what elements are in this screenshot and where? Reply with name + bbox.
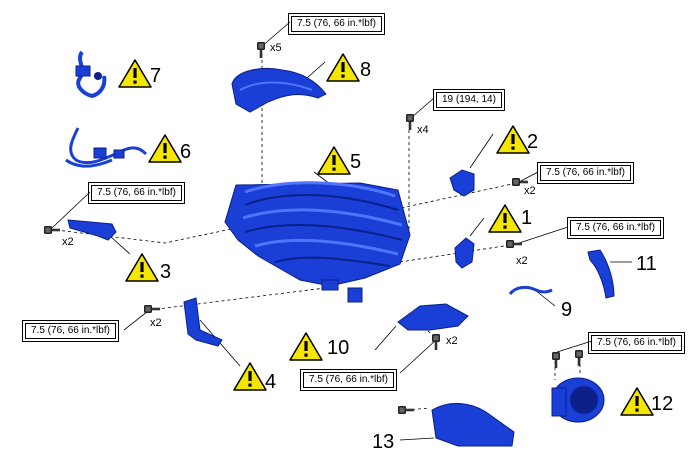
torque-label-1: 7.5 (76, 66 in.*lbf) (567, 217, 664, 239)
callout-number-4: 4 (265, 371, 277, 393)
intake-manifold-part (224, 181, 411, 303)
quantity-3: x2 (62, 236, 74, 248)
torque-label-10: 7.5 (76, 66 in.*lbf) (300, 369, 397, 391)
torque-label-12: 7.5 (76, 66 in.*lbf) (588, 332, 685, 354)
quantity-1: x2 (516, 255, 528, 267)
torque-label-2: 7.5 (76, 66 in.*lbf) (537, 162, 634, 184)
callout-number-1: 1 (521, 207, 533, 229)
callout-number-12: 12 (651, 393, 674, 415)
bracket-10-part (397, 303, 469, 331)
callout-number-13: 13 (372, 431, 395, 453)
quantity-10: x2 (446, 335, 458, 347)
bracket-3-part (67, 219, 117, 241)
callout-number-2: 2 (527, 131, 539, 153)
bracket-4-part (183, 297, 223, 347)
duct-13-part (431, 403, 515, 447)
callout-number-5: 5 (350, 151, 362, 173)
engine-cover-part (231, 68, 327, 113)
torque-label-8: 7.5 (76, 66 in.*lbf) (288, 13, 385, 35)
component-12-part (551, 377, 605, 423)
bracket-1-part (454, 237, 475, 269)
callout-number-11: 11 (636, 253, 657, 275)
torque-label-19: 19 (194, 14) (433, 89, 505, 111)
bracket-2-part (449, 169, 475, 197)
callout-number-8: 8 (360, 59, 372, 81)
callout-number-10: 10 (327, 337, 350, 359)
wire-harness-7-part (75, 50, 107, 99)
torque-label-3: 7.5 (76, 66 in.*lbf) (88, 182, 185, 204)
bracket-11-part (587, 249, 615, 299)
quantity-4: x2 (150, 317, 162, 329)
quantity-19: x4 (417, 124, 429, 136)
callout-number-9: 9 (561, 299, 573, 321)
callout-number-6: 6 (180, 141, 192, 163)
torque-label-4: 7.5 (76, 66 in.*lbf) (22, 320, 119, 342)
hose-9-part (508, 285, 553, 296)
callout-number-3: 3 (160, 261, 172, 283)
quantity-2: x2 (524, 185, 536, 197)
quantity-8: x5 (270, 42, 282, 54)
wire-harness-6-part (65, 127, 148, 168)
callout-number-7: 7 (150, 65, 162, 87)
